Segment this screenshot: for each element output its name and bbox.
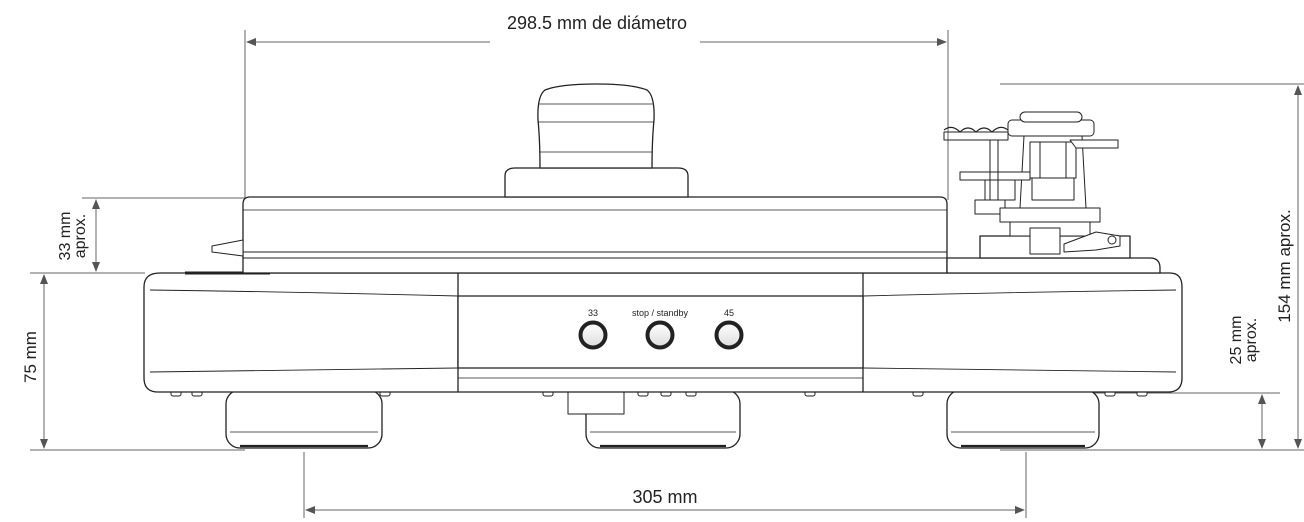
diameter-label: 298.5 mm de diámetro bbox=[507, 13, 687, 33]
foot-right bbox=[946, 389, 1100, 449]
feet-height-note: aprox. bbox=[1243, 318, 1260, 362]
feet-spacing-label: 305 mm bbox=[632, 487, 697, 507]
dimension-labels: 298.5 mm de diámetro 33 mm aprox. 75 mm … bbox=[21, 13, 1294, 507]
platter bbox=[211, 196, 948, 274]
base-height-label: 75 mm bbox=[21, 331, 40, 383]
speed-45-button[interactable] bbox=[714, 320, 744, 350]
stop-standby-button[interactable] bbox=[645, 320, 675, 350]
platter-height-label: 33 mm bbox=[57, 212, 74, 261]
stop-standby-label: stop / standby bbox=[632, 308, 689, 318]
control-labels: 33 stop / standby 45 bbox=[588, 308, 734, 318]
speed-33-button[interactable] bbox=[578, 320, 608, 350]
speed-33-label: 33 bbox=[588, 308, 598, 318]
tonearm bbox=[943, 111, 1121, 255]
foot-left bbox=[225, 389, 383, 449]
dimension-lines bbox=[30, 30, 1304, 518]
platter-height-note: aprox. bbox=[72, 214, 89, 258]
turntable bbox=[143, 83, 1183, 449]
total-height-label: 154 mm aprox. bbox=[1275, 209, 1294, 322]
control-buttons bbox=[578, 320, 744, 350]
record-clamp bbox=[504, 83, 689, 198]
speed-45-label: 45 bbox=[724, 308, 734, 318]
feet-height-label: 25 mm bbox=[1228, 316, 1245, 365]
